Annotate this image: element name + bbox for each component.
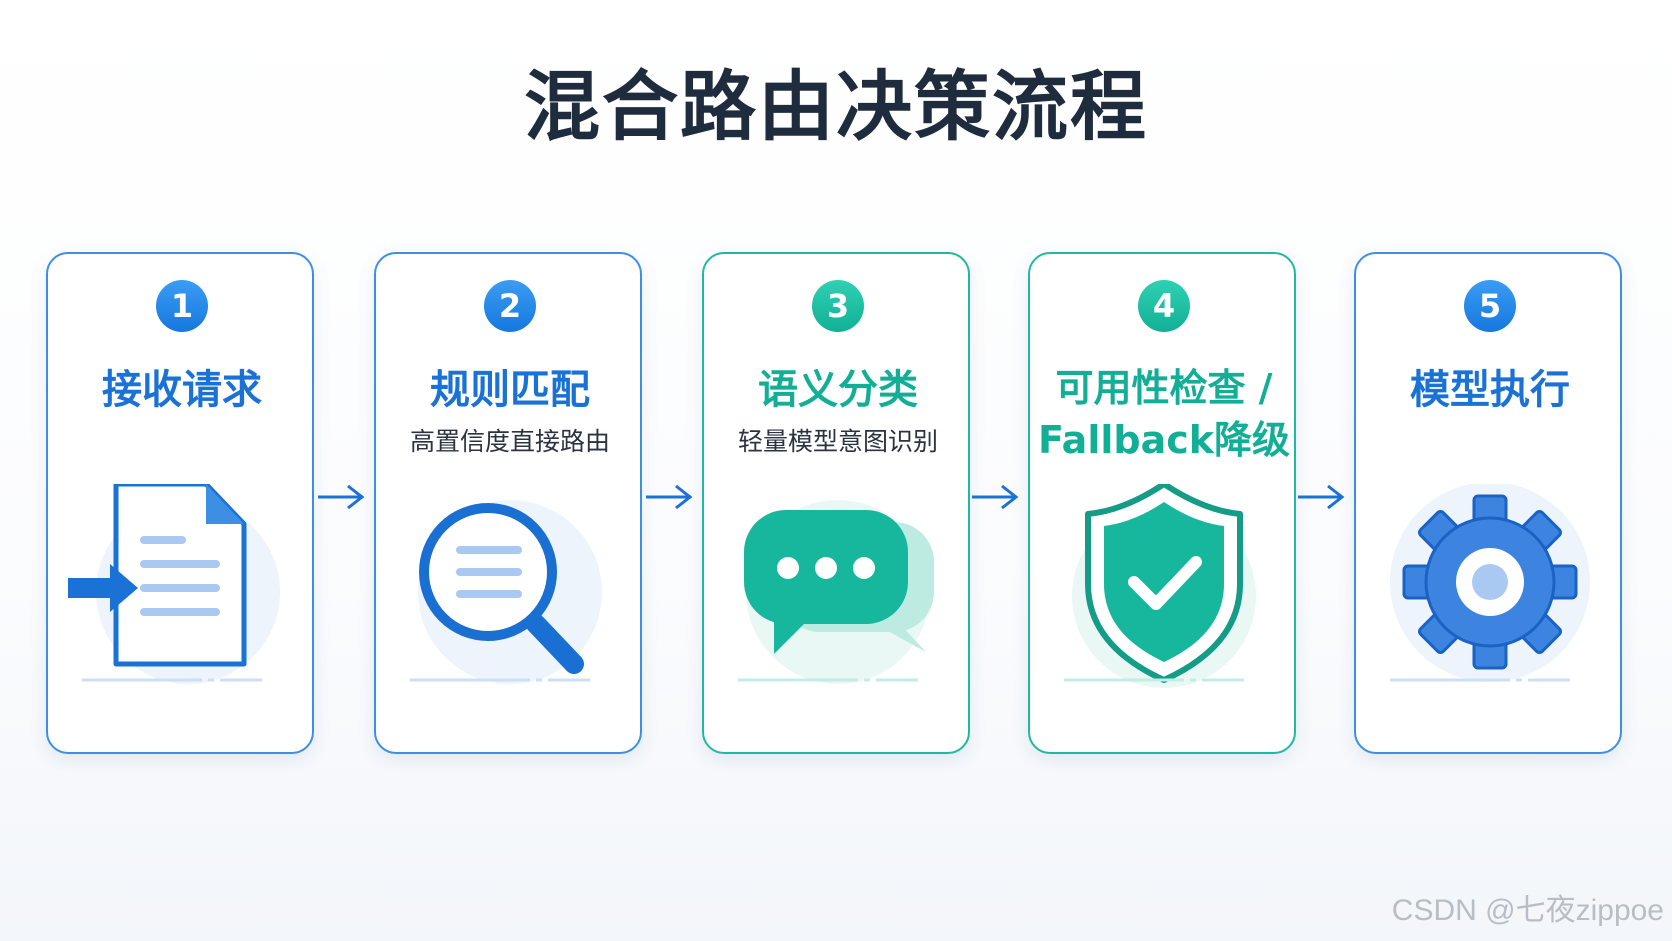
step-number-badge: 3 — [812, 280, 864, 332]
step-title: 模型执行 — [1410, 367, 1570, 413]
step-number-badge: 5 — [1464, 280, 1516, 332]
step-title: 规则匹配 — [430, 367, 590, 413]
step-number-badge: 4 — [1138, 280, 1190, 332]
step-description: 高置信度直接路由 — [409, 427, 610, 456]
magnifier-icon — [376, 484, 644, 714]
step-description: 轻量模型意图识别 — [737, 427, 938, 456]
watermark: CSDN @七夜zippoe — [1391, 894, 1664, 927]
arrow-right-icon — [318, 484, 365, 510]
document-inbox-icon — [48, 484, 316, 714]
arrow-right-icon — [1298, 484, 1345, 510]
step-title-line-2: Fallback降级 — [1037, 418, 1291, 462]
step-number-badge: 1 — [156, 280, 208, 332]
step-card-3: 3 语义分类 轻量模型意图识别 — [702, 252, 970, 754]
step-title: 语义分类 — [758, 367, 918, 413]
step-title-line-1: 可用性检查 / — [1055, 366, 1273, 410]
step-card-2: 2 规则匹配 高置信度直接路由 — [374, 252, 642, 754]
chat-bubble-icon — [704, 484, 972, 714]
page-title: 混合路由决策流程 — [524, 62, 1148, 151]
arrow-right-icon — [646, 484, 693, 510]
arrow-right-icon — [972, 484, 1019, 510]
shield-check-icon — [1030, 484, 1298, 714]
gear-icon — [1356, 484, 1624, 714]
step-title: 可用性检查 / Fallback降级 — [1030, 362, 1298, 466]
step-number-badge: 2 — [484, 280, 536, 332]
step-card-5: 5 模型执行 — [1354, 252, 1622, 754]
step-card-4: 4 可用性检查 / Fallback降级 — [1028, 252, 1296, 754]
step-title: 接收请求 — [102, 367, 262, 413]
step-card-1: 1 接收请求 — [46, 252, 314, 754]
